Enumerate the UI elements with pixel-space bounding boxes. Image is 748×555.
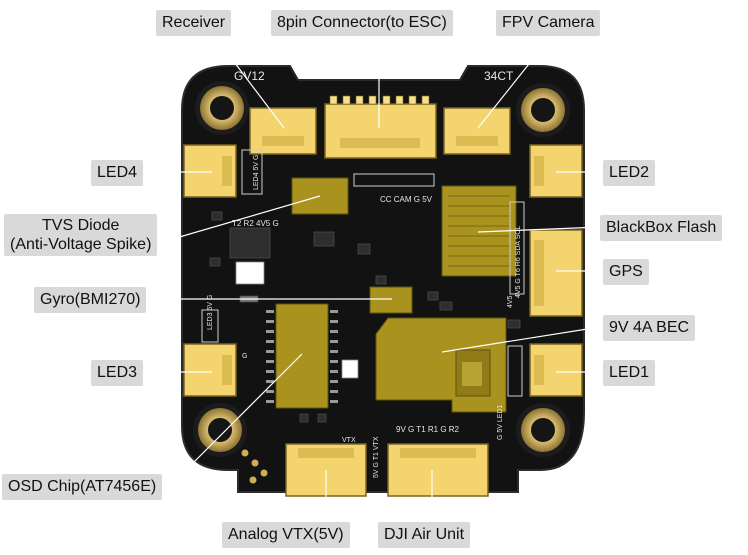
receiver-connector bbox=[249, 107, 317, 155]
led1-connector bbox=[529, 343, 583, 397]
pad-outlines bbox=[201, 149, 525, 397]
mounting-hole-top-left bbox=[195, 81, 249, 135]
label-led1: LED1 bbox=[603, 360, 656, 386]
silk-dji-pads: 9V G T1 R1 G R2 bbox=[396, 425, 460, 434]
gps-connector bbox=[529, 229, 583, 317]
silk-gv12: GV12 bbox=[234, 69, 265, 83]
bec-module bbox=[375, 317, 507, 413]
mounting-hole-top-right bbox=[516, 83, 570, 137]
leader-lines bbox=[160, 29, 601, 520]
osd-chip bbox=[266, 303, 338, 409]
silk-gps-pads: 4V5 G T6 R6 SDA SCL bbox=[515, 226, 522, 298]
silk-34ct: 34CT bbox=[484, 69, 514, 83]
silk-vtx-pads: 5V G T1 VTX bbox=[373, 436, 380, 478]
silk-led3-pads: LED3 5V G bbox=[207, 295, 214, 330]
dji-air-unit-connector bbox=[387, 443, 489, 497]
via-dots bbox=[241, 449, 268, 484]
label-osd-chip: OSD Chip(AT7456E) bbox=[2, 474, 163, 500]
label-fpv-camera: FPV Camera bbox=[496, 10, 601, 36]
label-tvs-diode: TVS Diode (Anti-Voltage Spike) bbox=[4, 214, 158, 256]
silk-led4-pads: LED4 5V G bbox=[253, 155, 260, 190]
label-led4: LED4 bbox=[91, 160, 144, 186]
label-gyro: Gyro(BMI270) bbox=[34, 287, 147, 313]
label-dji-air-unit: DJI Air Unit bbox=[378, 522, 471, 548]
mounting-hole-bottom-left bbox=[193, 403, 247, 457]
label-9v-4a-bec: 9V 4A BEC bbox=[603, 315, 696, 341]
mounting-hole-bottom-right bbox=[516, 403, 570, 457]
label-tvs-line1: TVS Diode bbox=[42, 217, 120, 234]
silk-g: G bbox=[242, 353, 247, 360]
label-analog-vtx: Analog VTX(5V) bbox=[222, 522, 350, 548]
label-led2: LED2 bbox=[603, 160, 656, 186]
label-led3: LED3 bbox=[91, 360, 144, 386]
silk-led1-pads: G 5V LED1 bbox=[497, 404, 504, 440]
silk-cam-pads: CC CAM G 5V bbox=[380, 195, 433, 204]
label-blackbox-flash: BlackBox Flash bbox=[600, 215, 723, 241]
label-8pin-connector: 8pin Connector(to ESC) bbox=[271, 10, 453, 36]
gyro-chip bbox=[369, 286, 413, 314]
silk-tvs-pads: T2 R2 4V5 G bbox=[232, 219, 279, 228]
led3-connector bbox=[183, 343, 237, 397]
silk-vtx: VTX bbox=[342, 437, 356, 444]
silk-4v5: 4V5 bbox=[507, 295, 514, 308]
label-receiver: Receiver bbox=[156, 10, 232, 36]
esc-connector bbox=[324, 95, 437, 159]
label-tvs-line2: (Anti-Voltage Spike) bbox=[10, 236, 152, 253]
fpv-camera-connector bbox=[443, 107, 511, 155]
led4-connector bbox=[183, 144, 237, 198]
label-gps: GPS bbox=[603, 259, 649, 285]
led2-connector bbox=[529, 144, 583, 198]
